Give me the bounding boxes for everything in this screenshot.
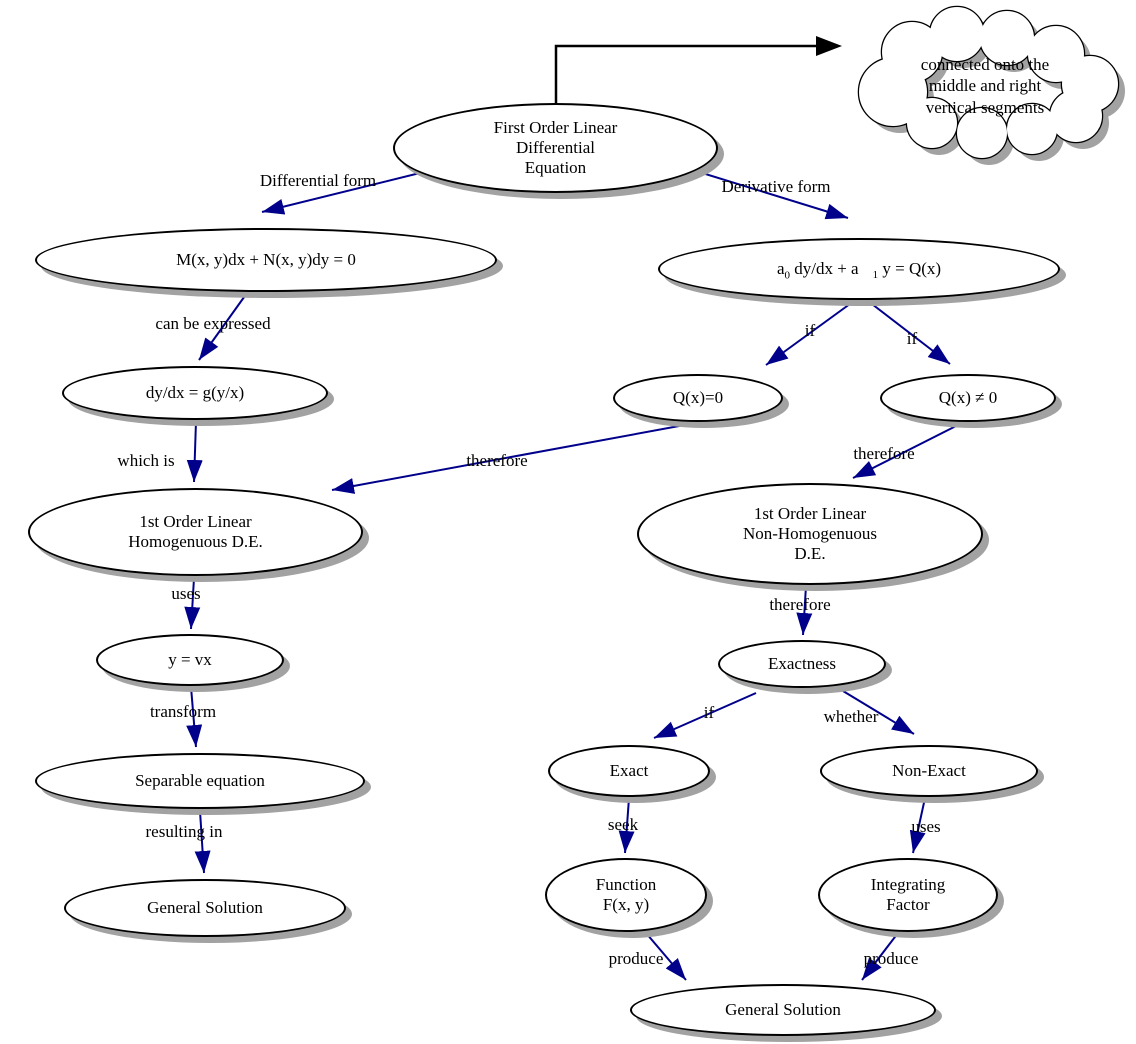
node-exactness: Exactness — [718, 640, 886, 688]
node-integrating-factor: Integrating Factor — [818, 858, 998, 932]
node-y-vx-label: y = vx — [168, 649, 212, 669]
edge-label-produce-left: produce — [608, 949, 664, 968]
edge-qzero-homogeneous — [331, 423, 691, 494]
edge-root-differential — [261, 169, 433, 215]
node-exact-label: Exact — [609, 760, 649, 780]
node-non-homogeneous-label: 1st Order Linear Non-Homogenuous D.E. — [742, 503, 878, 564]
node-function-f-label: Function F(x, y) — [595, 874, 657, 914]
edge-label-if-right: if — [906, 329, 918, 348]
node-non-exact-label: Non-Exact — [892, 760, 966, 780]
node-homogeneous-label: 1st Order Linear Homogenuous D.E. — [128, 511, 263, 551]
node-q-nonzero-label: Q(x) ≠ 0 — [938, 387, 998, 407]
edge-label-uses-yvx: uses — [171, 584, 201, 603]
node-q-zero: Q(x)=0 — [613, 374, 783, 422]
node-homogeneous: 1st Order Linear Homogenuous D.E. — [28, 488, 363, 576]
edge-label-differential-form: Differential form — [259, 171, 377, 190]
cloud-label: connected onto the middle and right vert… — [920, 55, 1050, 117]
edge-label-uses-integrating: uses — [911, 817, 941, 836]
edge-label-which-is: which is — [117, 451, 175, 470]
edge-label-therefore-exactness: therefore — [769, 595, 831, 614]
edge-differential-gyx — [198, 292, 248, 361]
edge-separable-gensol — [194, 810, 211, 874]
node-non-exact: Non-Exact — [820, 745, 1038, 797]
cloud-fill — [859, 7, 1118, 158]
edge-homogeneous-yvx — [184, 577, 201, 630]
node-exactness-label: Exactness — [768, 653, 836, 673]
edge-label-can-be-expressed: can be expressed — [155, 314, 271, 333]
node-q-nonzero: Q(x) ≠ 0 — [880, 374, 1056, 422]
node-gyx: dy/dx = g(y/x) — [62, 366, 328, 420]
node-q-zero-label: Q(x)=0 — [672, 387, 724, 407]
edge-exact-functionf — [618, 797, 635, 854]
edge-label-if-exact: if — [703, 703, 715, 722]
edge-label-whether: whether — [823, 707, 879, 726]
edges — [184, 167, 961, 981]
edge-nonexact-intfactor — [909, 797, 926, 854]
edge-intfactor-gensol — [861, 932, 899, 981]
edge-functionf-gensol — [645, 932, 687, 981]
node-differential-form-eq-label: M(x, y)dx + N(x, y)dy = 0 — [176, 249, 356, 269]
node-root-label: First Order Linear Differential Equation — [493, 117, 618, 178]
node-integrating-factor-label: Integrating Factor — [870, 874, 946, 914]
edge-root-cloud — [554, 36, 842, 103]
node-function-f: Function F(x, y) — [545, 858, 707, 932]
edge-exactness-exact — [653, 692, 757, 739]
edge-qnonzero-nonhomogeneous — [852, 423, 961, 479]
edge-label-produce-right: produce — [863, 949, 919, 968]
edge-gyx-homogeneous — [186, 420, 203, 483]
node-separable: Separable equation — [35, 753, 365, 809]
edge-label-transform: transform — [149, 702, 217, 721]
node-differential-form-eq: M(x, y)dx + N(x, y)dy = 0 — [35, 228, 497, 292]
edge-label-seek: seek — [607, 815, 639, 834]
edge-exactness-nonexact — [842, 690, 915, 735]
node-root: First Order Linear Differential Equation — [393, 103, 718, 193]
node-general-solution-left: General Solution — [64, 879, 346, 937]
node-y-vx: y = vx — [96, 634, 284, 686]
edge-yvx-separable — [186, 686, 203, 748]
node-general-solution-left-label: General Solution — [147, 897, 263, 917]
edge-label-derivative-form: Derivative form — [721, 177, 831, 196]
edge-nonhomogeneous-exactness — [796, 585, 813, 636]
edge-derivative-qnonzero — [867, 300, 951, 365]
node-exact: Exact — [548, 745, 710, 797]
edge-root-derivative — [685, 167, 849, 220]
node-gyx-label: dy/dx = g(y/x) — [145, 382, 245, 402]
node-separable-label: Separable equation — [135, 770, 265, 790]
node-non-homogeneous: 1st Order Linear Non-Homogenuous D.E. — [637, 483, 983, 585]
edge-derivative-qzero — [765, 300, 855, 366]
edge-label-if-left: if — [804, 321, 816, 340]
node-general-solution-bottom-label: General Solution — [725, 999, 841, 1019]
edge-label-therefore-homog: therefore — [466, 451, 528, 470]
edge-label-therefore-nonhomog: therefore — [853, 444, 915, 463]
node-general-solution-bottom: General Solution — [630, 984, 936, 1036]
edge-label-resulting-in: resulting in — [145, 822, 223, 841]
